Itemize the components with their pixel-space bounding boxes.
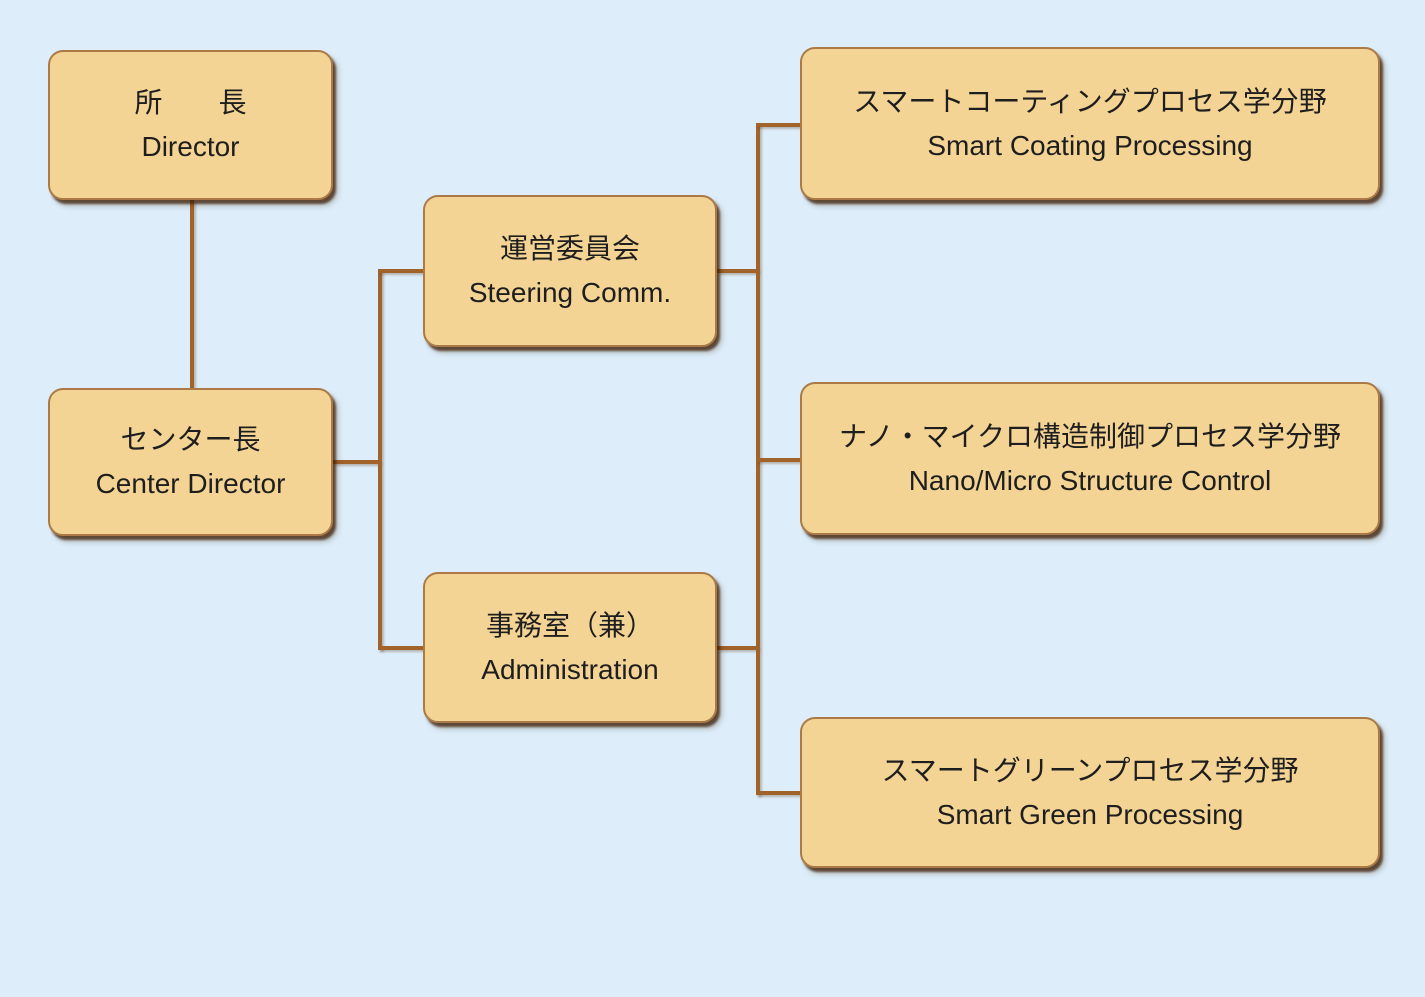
center-director-jp-label: センター長 xyxy=(120,424,261,456)
connector-trunk-to-nano xyxy=(756,458,800,462)
director-en-label: Director xyxy=(141,131,240,162)
steering-jp-label: 運営委員会 xyxy=(499,233,640,265)
connector-steering-to-right-trunk xyxy=(717,269,758,273)
director-jp-label: 所 長 xyxy=(134,87,247,119)
smart-green-en-label: Smart Green Processing xyxy=(936,798,1244,830)
org-node-center-director: センター長 Center Director xyxy=(48,388,333,536)
steering-en-label: Steering Comm. xyxy=(468,277,672,308)
administration-jp-label: 事務室（兼） xyxy=(485,609,654,641)
connector-center-to-left-trunk xyxy=(333,460,380,464)
org-node-administration: 事務室（兼） Administration xyxy=(423,572,717,723)
org-node-director: 所 長 Director xyxy=(48,50,333,200)
smart-green-jp-label: スマートグリーンプロセス学分野 xyxy=(881,754,1299,786)
connector-left-trunk xyxy=(378,269,382,650)
administration-en-label: Administration xyxy=(481,653,659,685)
connector-admin-to-right-trunk xyxy=(717,646,758,650)
org-node-smart-green: スマートグリーンプロセス学分野 Smart Green Processing xyxy=(800,717,1380,868)
org-node-smart-coating: スマートコーティングプロセス学分野 Smart Coating Processi… xyxy=(800,47,1380,200)
org-node-nano-micro: ナノ・マイクロ構造制御プロセス学分野 Nano/Micro Structure … xyxy=(800,382,1380,535)
smart-coating-jp-label: スマートコーティングプロセス学分野 xyxy=(853,85,1327,117)
center-director-en-label: Center Director xyxy=(95,468,286,499)
nano-micro-en-label: Nano/Micro Structure Control xyxy=(908,464,1272,496)
smart-coating-en-label: Smart Coating Processing xyxy=(927,129,1253,161)
org-node-steering-committee: 運営委員会 Steering Comm. xyxy=(423,195,717,347)
connector-trunk-to-steering xyxy=(378,269,423,273)
connector-trunk-to-green xyxy=(756,791,800,795)
connector-trunk-to-admin xyxy=(378,646,423,650)
nano-micro-jp-label: ナノ・マイクロ構造制御プロセス学分野 xyxy=(838,420,1342,452)
connector-trunk-to-coating xyxy=(756,123,800,127)
connector-director-to-center xyxy=(190,200,194,390)
